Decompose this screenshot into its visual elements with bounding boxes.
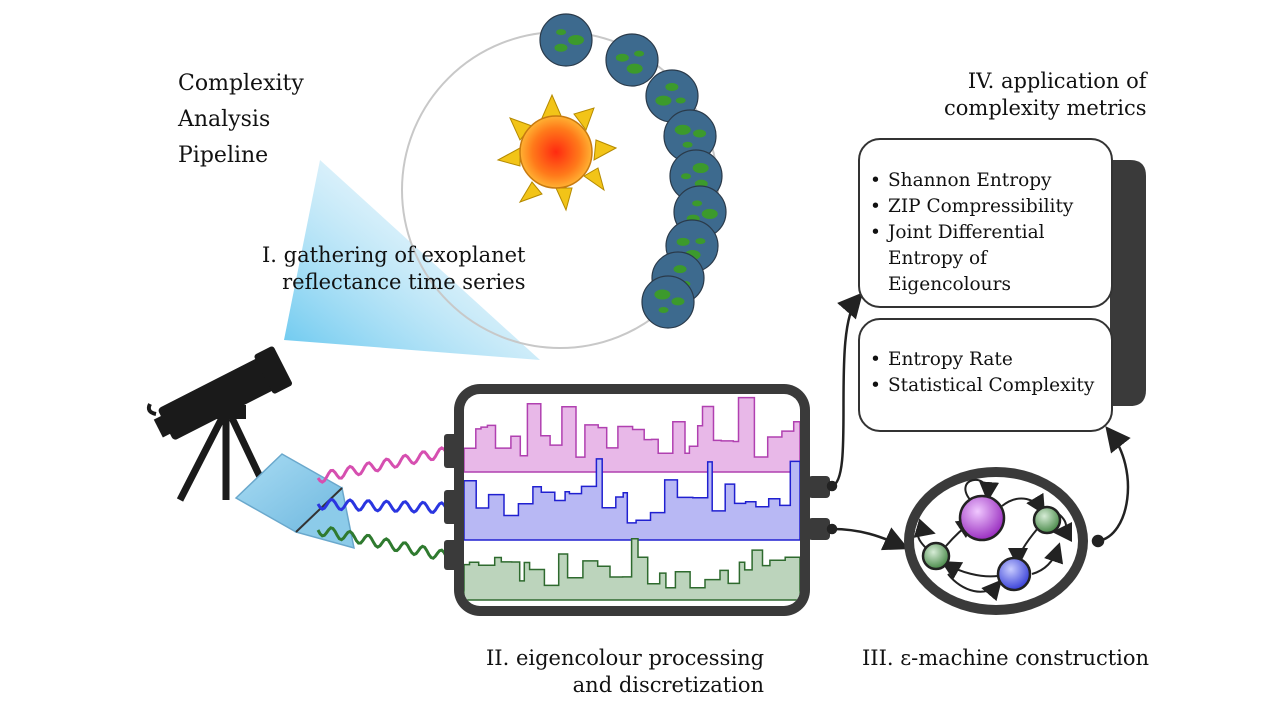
- planet-icon: [645, 69, 699, 123]
- stage-4-label: IV. application of complexity metrics: [944, 68, 1147, 122]
- flow-arrows: [826, 292, 1131, 551]
- light-beam: [284, 160, 540, 360]
- metrics-bracket: [1110, 160, 1146, 406]
- metric-item: Shannon Entropy: [860, 168, 1111, 194]
- metrics-box-1: Shannon Entropy ZIP Compressibility Join…: [858, 138, 1113, 308]
- stage-1-line: reflectance time series: [282, 270, 526, 294]
- pipeline-title: Complexity Analysis Pipeline: [178, 66, 304, 174]
- metric-item: Entropy Rate: [860, 347, 1111, 373]
- green-series: [464, 538, 800, 601]
- epsilon-machine-icon: [904, 467, 1088, 615]
- planet-icon: [539, 13, 593, 67]
- stage-2-line: II. eigencolour processing: [486, 646, 765, 670]
- stage-2-line: and discretization: [572, 673, 765, 697]
- metric-line: Joint Differential: [888, 222, 1045, 243]
- metrics-box-2: Entropy Rate Statistical Complexity: [858, 318, 1113, 432]
- stage-4-line: complexity metrics: [944, 96, 1147, 120]
- planet-icon: [539, 13, 727, 329]
- metric-item: Statistical Complexity: [860, 373, 1111, 399]
- stage-3-label: III. ε-machine construction: [862, 646, 1150, 670]
- magenta-series: [464, 396, 800, 473]
- title-line: Pipeline: [178, 143, 269, 168]
- prism-icon: [234, 453, 355, 550]
- stage-2-label: II. eigencolour processing and discretiz…: [486, 645, 764, 699]
- sun-icon: [496, 93, 618, 212]
- planet-icon: [605, 33, 659, 87]
- metric-line: Entropy of Eigencolours: [888, 248, 1011, 295]
- stage-1-line: I. gathering of exoplanet: [262, 243, 526, 267]
- stage-4-line: IV. application of: [967, 69, 1147, 93]
- planet-icon: [641, 275, 695, 329]
- wavy-rays: [316, 446, 448, 560]
- blue-series: [464, 458, 800, 541]
- stage-1-label: I. gathering of exoplanet reflectance ti…: [262, 242, 525, 296]
- title-line: Analysis: [178, 107, 271, 132]
- metric-item: ZIP Compressibility: [860, 194, 1111, 220]
- title-line: Complexity: [178, 71, 304, 96]
- eigencolour-processor: [444, 384, 830, 616]
- planet-icon: [663, 109, 717, 163]
